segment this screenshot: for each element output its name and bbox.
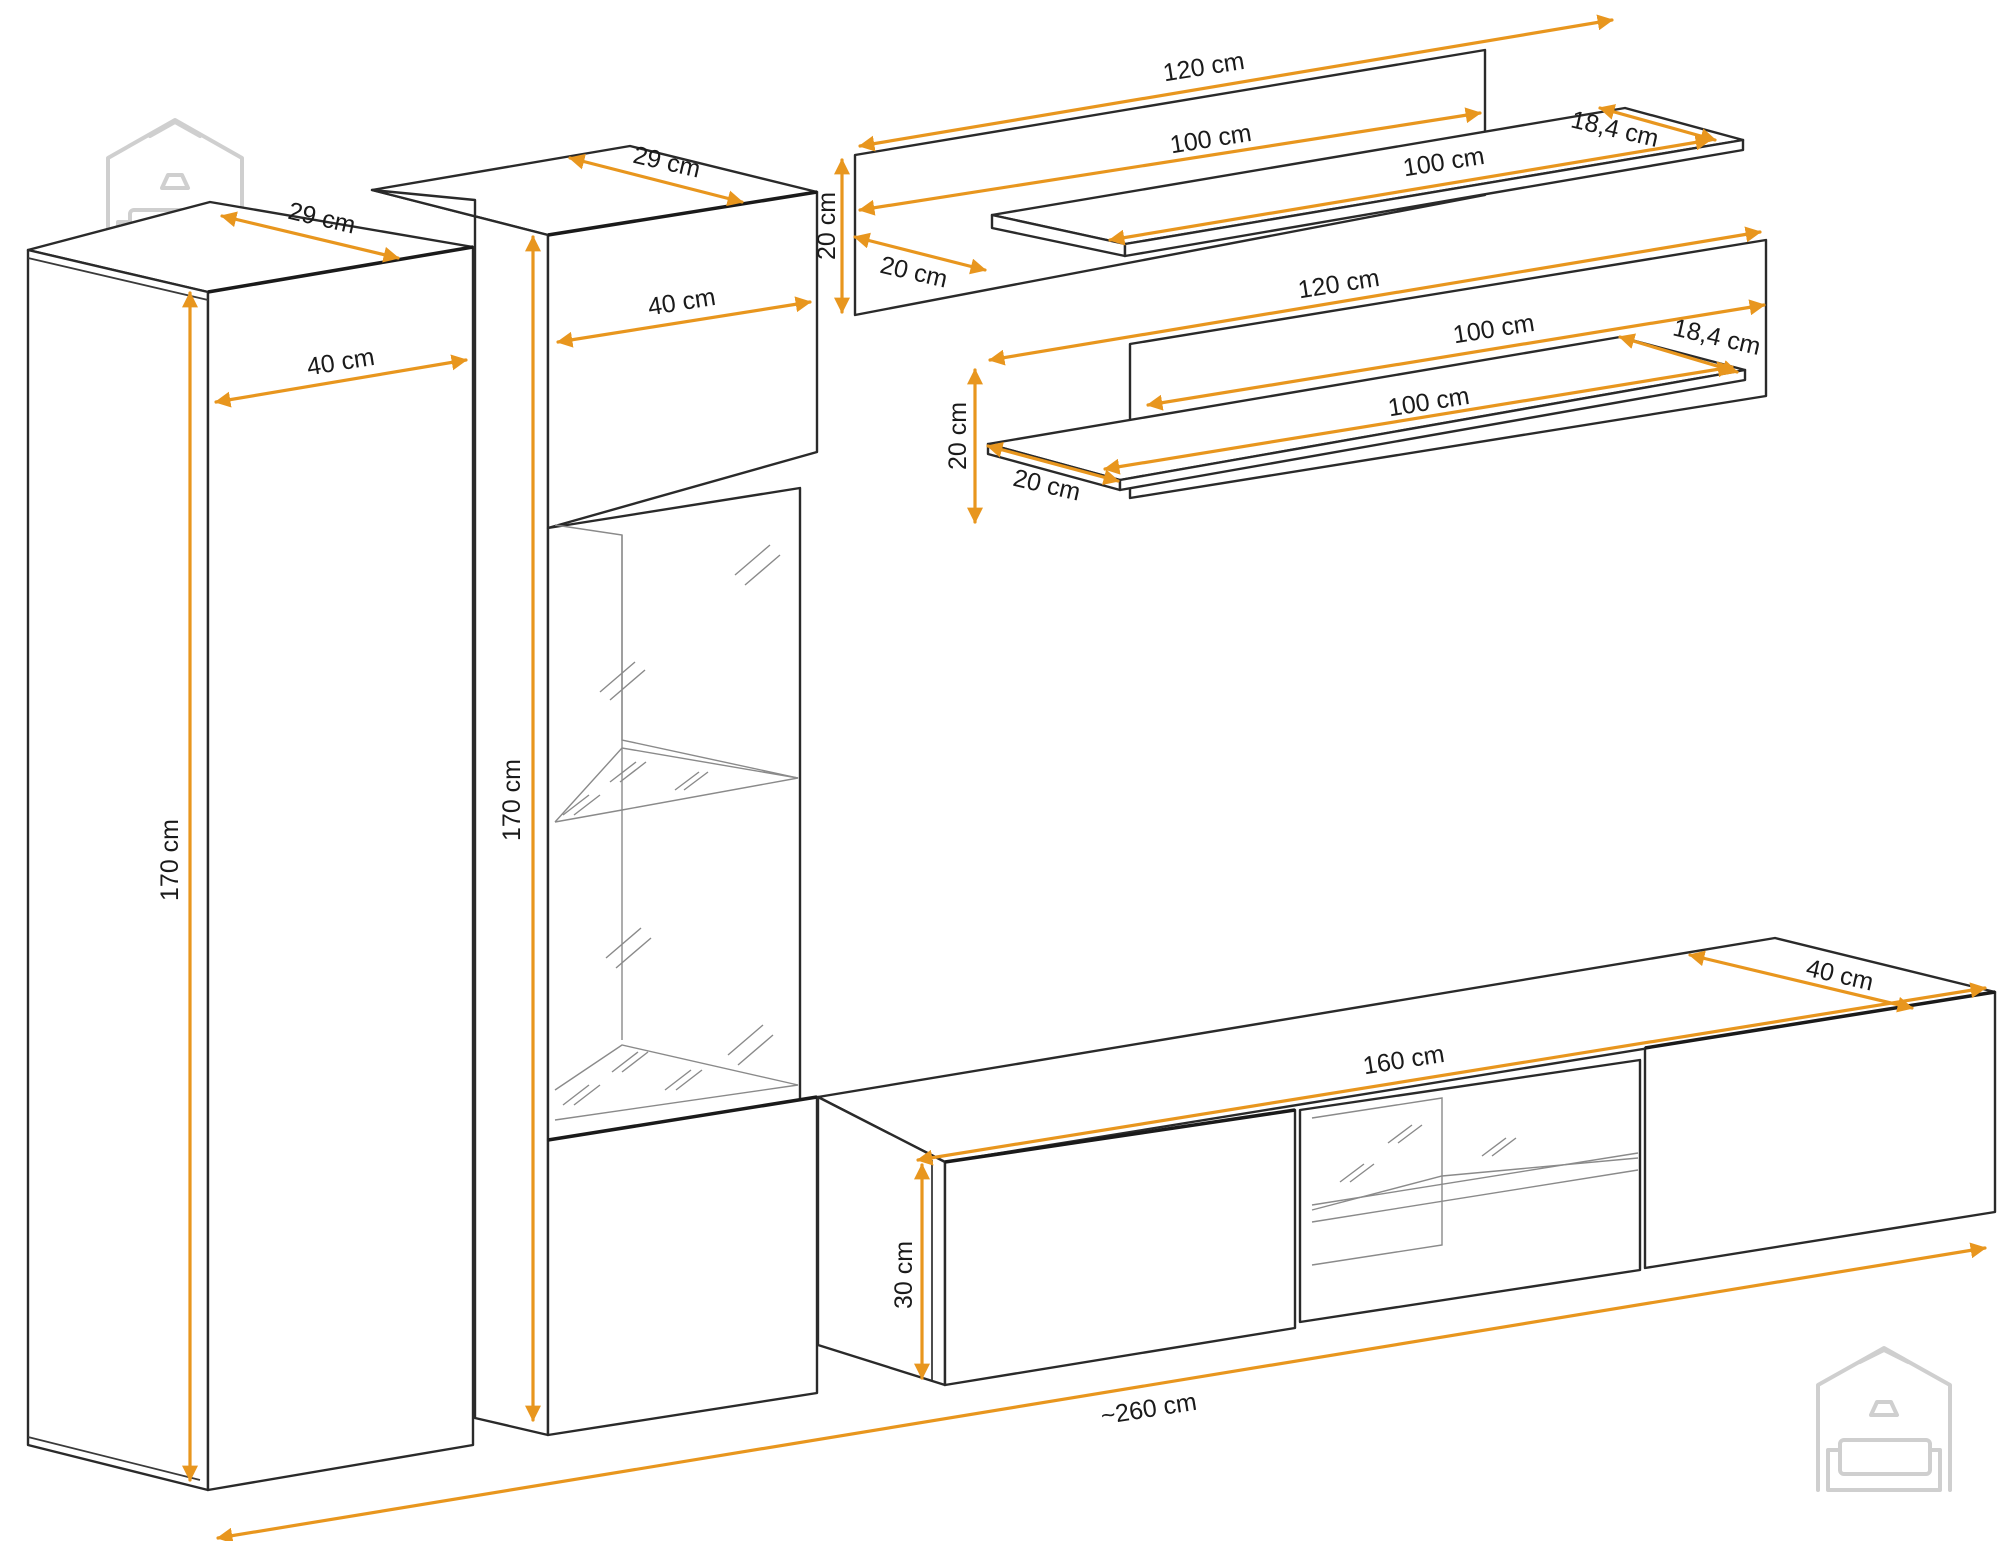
dimension-labels: 29 cm 40 cm 170 cm 29 cm 40 cm 170 cm 12… <box>156 47 1876 1431</box>
left-cabinet-front <box>206 245 475 1492</box>
tv-stand <box>816 936 1997 1387</box>
left-cabinet <box>26 200 475 1492</box>
label-total-width: ~260 cm <box>1099 1388 1199 1431</box>
glass-cabinet-lower-door <box>546 1095 819 1437</box>
tv-stand-open-compartment <box>1298 1058 1642 1324</box>
dim-line-lower-120 <box>988 226 1762 366</box>
dim-line-lower-18-4 <box>1618 333 1739 376</box>
dim-line-tv-width <box>916 982 1987 1166</box>
dim-line-total-width <box>216 1242 1987 1541</box>
glass-cabinet-glass-section <box>546 486 802 1142</box>
dim-line-upper-18-4 <box>1598 104 1717 144</box>
lower-shelf <box>967 226 1768 524</box>
dim-line-upper-100-front <box>1108 134 1712 246</box>
glass-cabinet-upper-door <box>546 190 819 530</box>
dim-line-left-depth <box>220 211 400 263</box>
home-sofa-logo-bottom-right <box>1816 1346 1952 1492</box>
label-upper-20-height: 20 cm <box>813 192 841 260</box>
dim-line-lower-20-depth <box>986 442 1120 485</box>
dim-line-upper-20-depth <box>853 232 987 275</box>
dim-line-lower-100-front <box>1103 361 1734 475</box>
dim-line-left-width <box>214 354 468 408</box>
left-cabinet-edge <box>207 245 474 294</box>
dim-line-glass-width <box>556 296 812 348</box>
label-tv-height: 30 cm <box>890 1241 918 1309</box>
label-upper-120: 120 cm <box>1161 47 1246 87</box>
label-left-height: 170 cm <box>156 819 184 901</box>
label-lower-20-height: 20 cm <box>944 402 972 470</box>
dim-line-glass-depth <box>568 153 744 207</box>
label-glass-height: 170 cm <box>498 759 526 841</box>
